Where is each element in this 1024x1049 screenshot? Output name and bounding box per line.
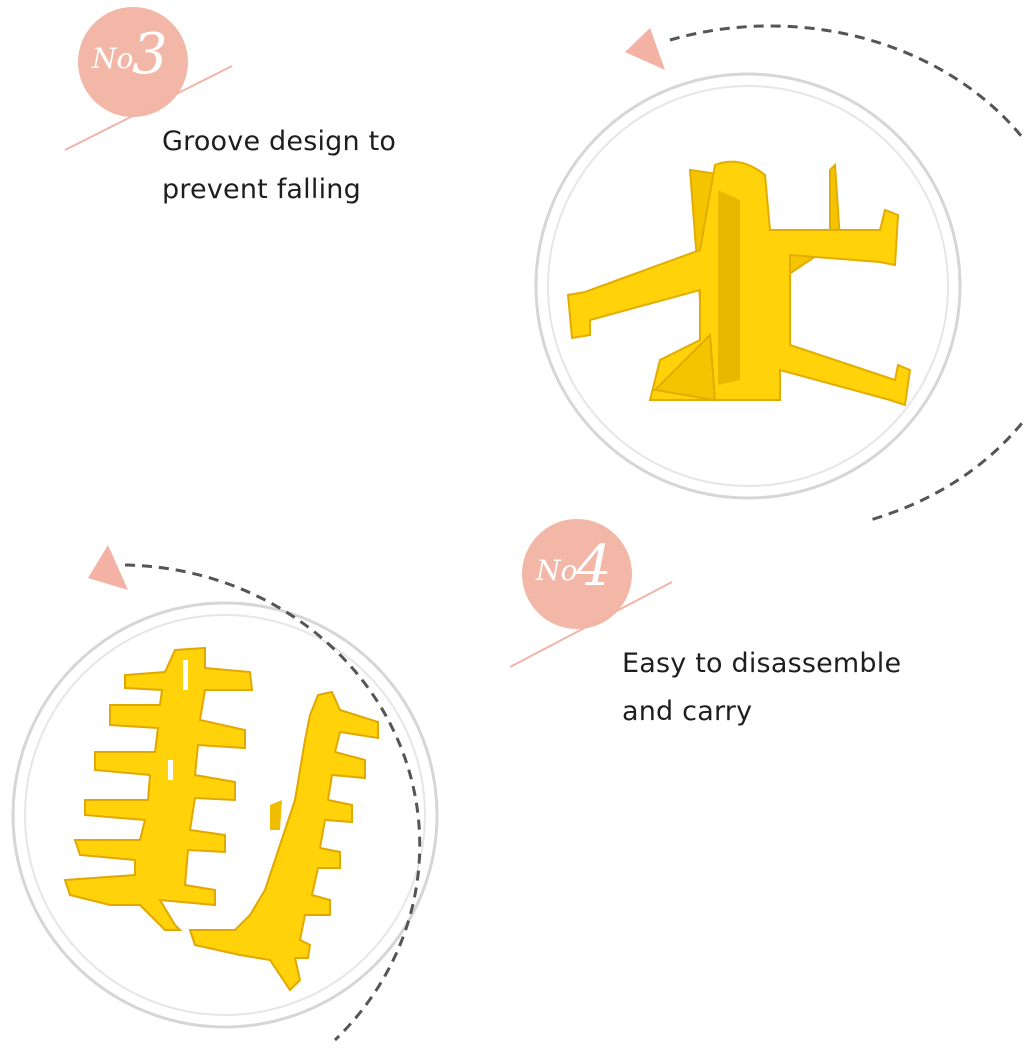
badge-prefix: No bbox=[92, 42, 134, 75]
badge-label-3: No 3 bbox=[92, 22, 182, 102]
badge-number: 3 bbox=[132, 22, 168, 87]
parts-photo-circle bbox=[11, 601, 439, 1029]
feature-caption-disassemble: Easy to disassemble and carry bbox=[622, 640, 901, 736]
caption-line: Easy to disassemble bbox=[622, 648, 902, 679]
number-badge-4 bbox=[509, 519, 673, 668]
rotation-dashed-arc-bottom bbox=[124, 563, 422, 1042]
feature-caption-groove: Groove design to prevent falling bbox=[162, 118, 396, 214]
badge-prefix: No bbox=[536, 554, 578, 587]
yellow-rack-closeup bbox=[566, 160, 912, 407]
number-badge-3 bbox=[64, 7, 233, 151]
rotation-arrow-icon bbox=[88, 545, 128, 590]
rotation-dashed-arc-top bbox=[669, 24, 1024, 522]
caption-line: prevent falling bbox=[162, 174, 361, 205]
yellow-rack-part-right bbox=[188, 690, 379, 992]
yellow-rack-part-left bbox=[63, 646, 254, 931]
badge-number: 4 bbox=[576, 534, 612, 599]
caption-line: Groove design to bbox=[162, 126, 397, 157]
badge-label-4: No 4 bbox=[536, 534, 626, 614]
caption-line: and carry bbox=[622, 696, 753, 727]
rotation-arrow-icon bbox=[625, 28, 665, 70]
